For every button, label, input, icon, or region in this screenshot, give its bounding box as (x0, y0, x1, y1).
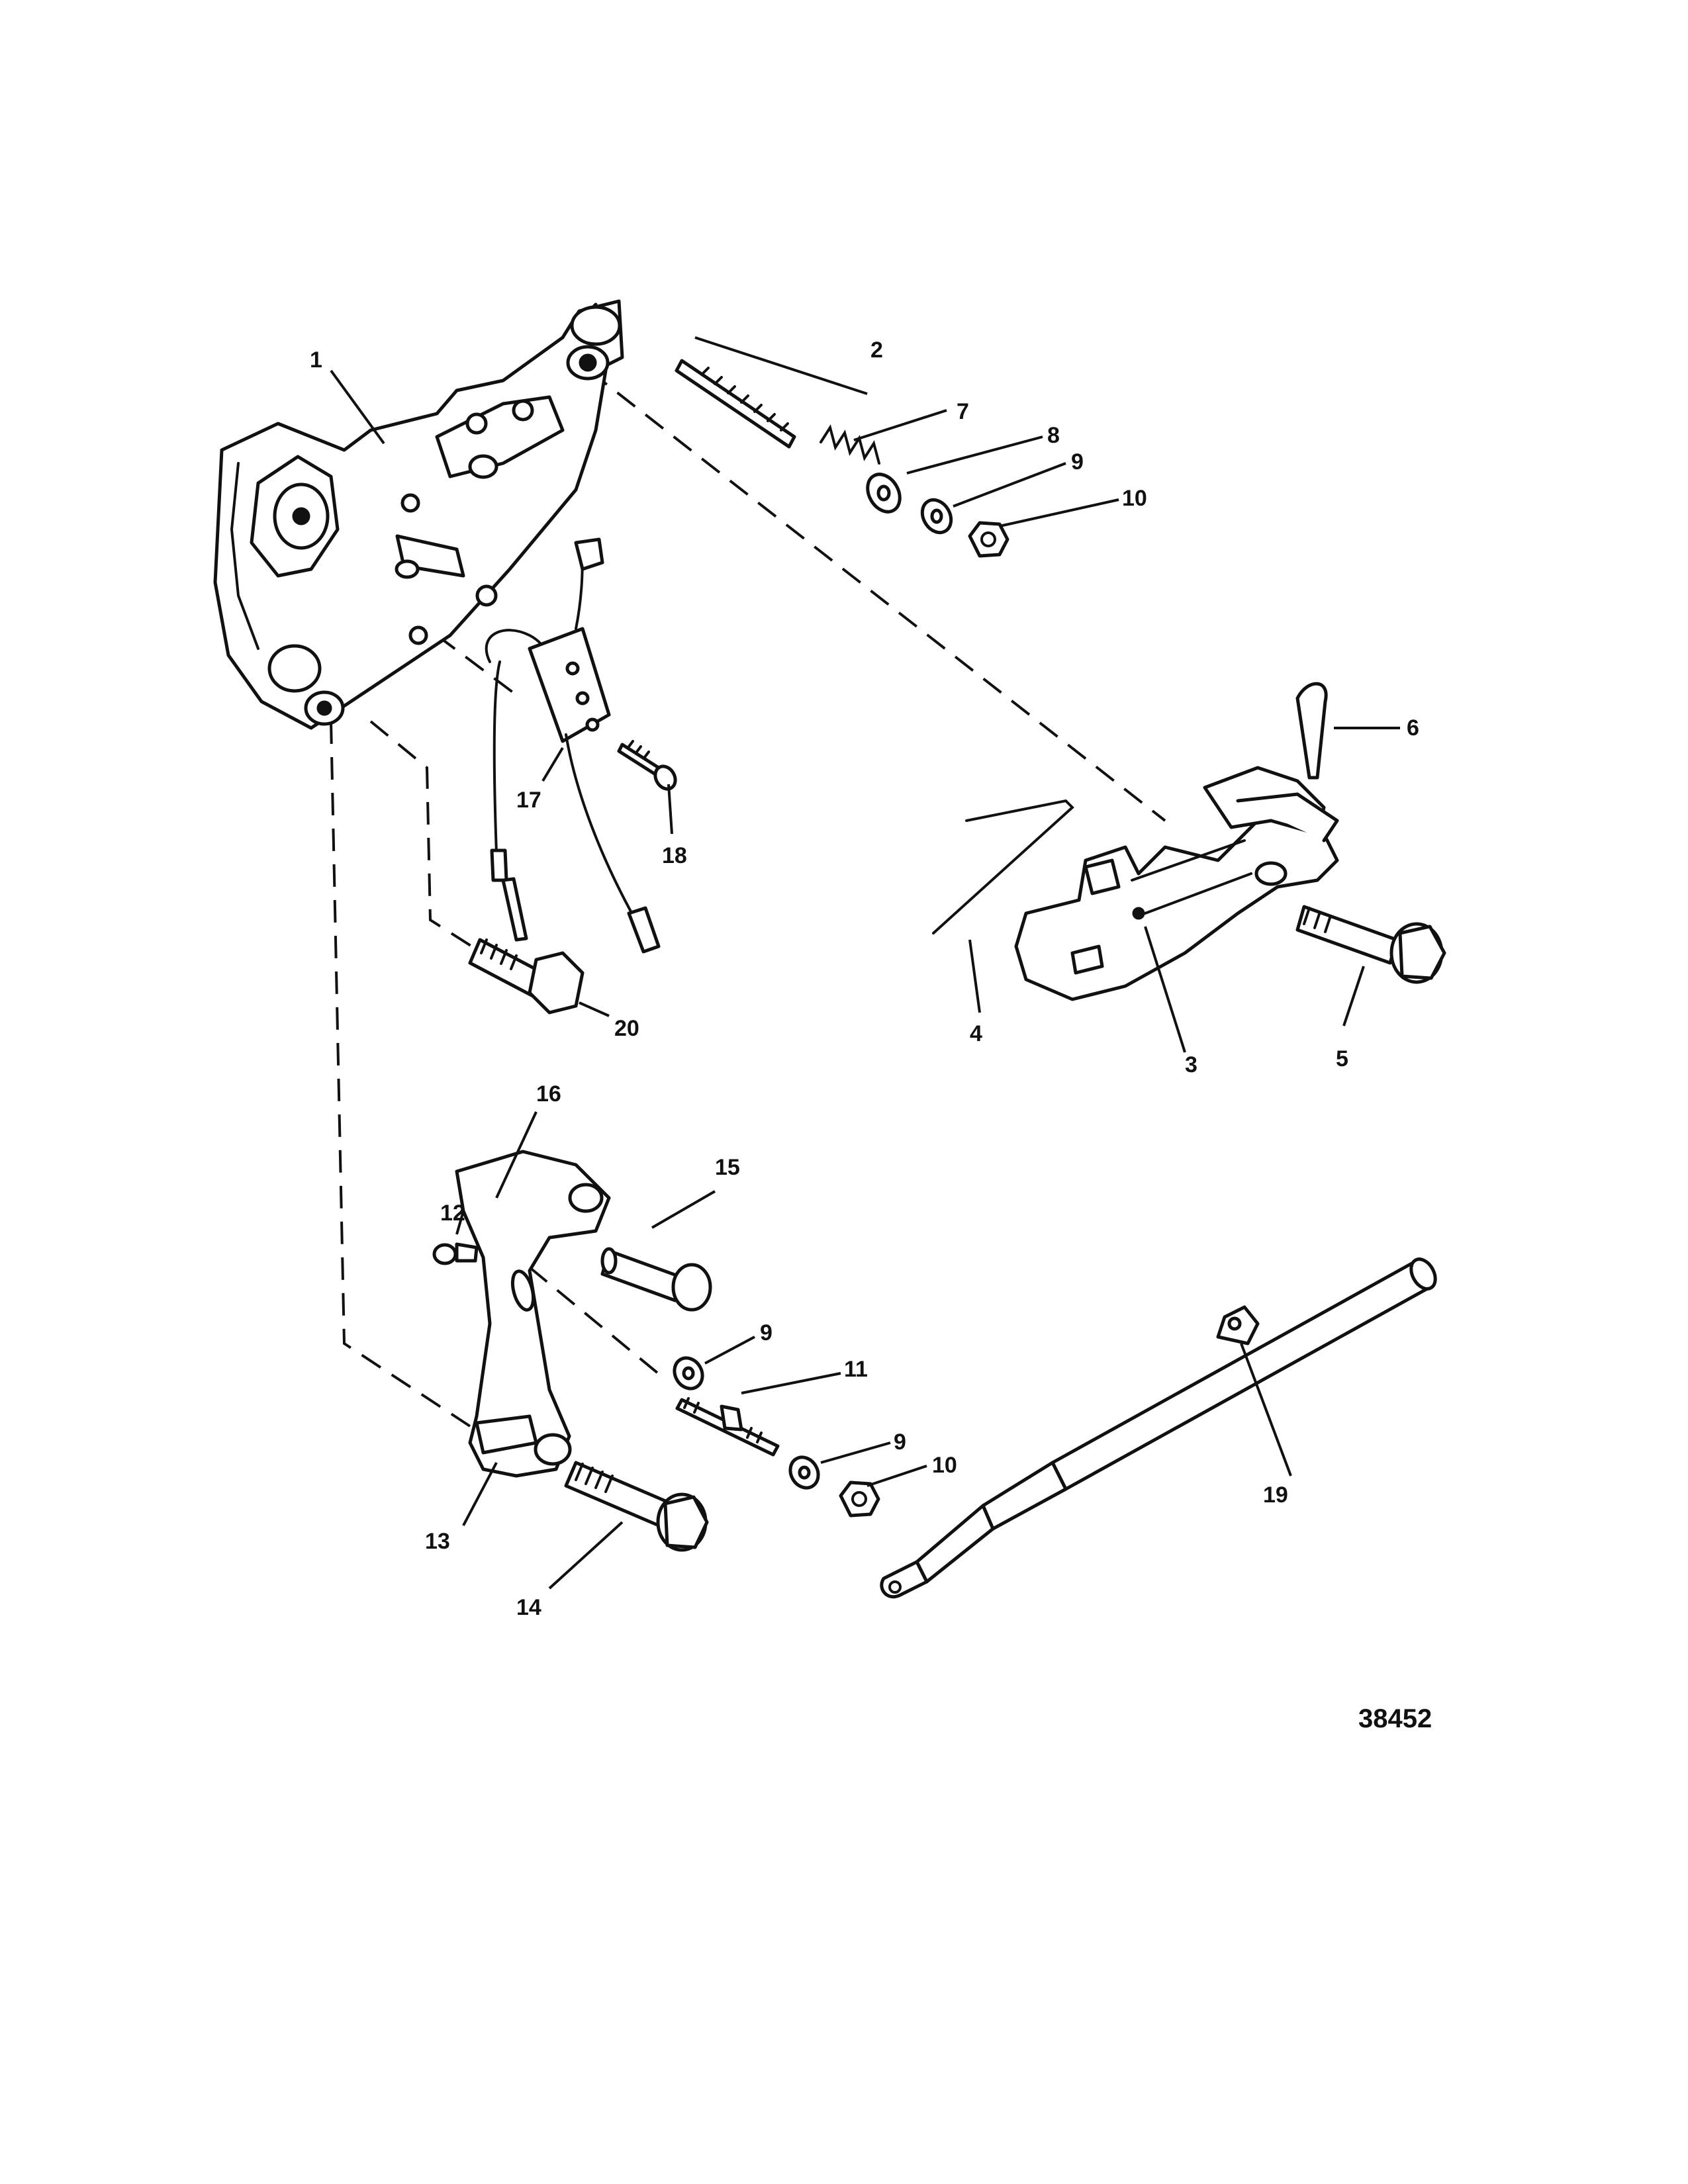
stud-11 (675, 1397, 780, 1457)
screw-18 (617, 740, 677, 791)
callout-15: 15 (715, 1155, 740, 1180)
washer-9-lower (788, 1455, 820, 1490)
callout-20: 20 (614, 1016, 639, 1041)
lever-link (455, 1150, 611, 1478)
shift-rod (880, 1257, 1437, 1599)
washer-9-middle (673, 1356, 704, 1390)
callout-4: 4 (970, 1021, 982, 1046)
callout-9-middle: 9 (760, 1320, 773, 1345)
callout-11: 11 (844, 1357, 868, 1382)
callout-14: 14 (516, 1595, 541, 1620)
callout-2: 2 (870, 338, 883, 363)
callout-10: 10 (1122, 486, 1147, 511)
neutral-start-switch (485, 537, 661, 954)
shift-lever (1014, 766, 1339, 1001)
assembly-lines (330, 369, 1166, 1428)
callout-5: 5 (1336, 1046, 1348, 1071)
stud (675, 359, 796, 449)
washer-8 (866, 473, 902, 514)
callout-7: 7 (957, 399, 969, 424)
callout-6: 6 (1407, 715, 1419, 741)
leader-lines (330, 336, 1400, 1590)
callout-17: 17 (516, 788, 541, 813)
nut-10-top (968, 521, 1009, 558)
mounting-bracket (213, 299, 624, 730)
callout-16: 16 (536, 1081, 561, 1107)
spring (820, 424, 880, 465)
shoulder-bolt-14 (564, 1461, 709, 1552)
callout-12: 12 (440, 1201, 465, 1226)
callouts: 1 2 7 8 9 10 6 4 3 5 17 18 20 16 15 12 9… (310, 338, 1419, 1620)
callout-18: 18 (662, 843, 687, 868)
callout-9: 9 (1071, 449, 1084, 475)
rivet-12 (432, 1242, 479, 1265)
callout-9-lower: 9 (894, 1430, 906, 1455)
wire-clip (932, 799, 1074, 934)
cotter-pin-6 (1295, 682, 1328, 780)
callout-13: 13 (425, 1529, 450, 1554)
washer-9-top (920, 498, 953, 535)
shoulder-bolt-5 (1295, 905, 1446, 984)
callout-3: 3 (1185, 1052, 1197, 1077)
callout-1: 1 (310, 347, 322, 373)
clevis-pin-15 (600, 1247, 712, 1312)
callout-10-lower: 10 (932, 1453, 957, 1478)
bolt-20 (468, 938, 585, 1015)
drawing-number: 38452 (1358, 1704, 1432, 1733)
callout-8: 8 (1047, 423, 1060, 448)
nut-10-lower (839, 1480, 880, 1518)
callout-19: 19 (1263, 1482, 1288, 1508)
